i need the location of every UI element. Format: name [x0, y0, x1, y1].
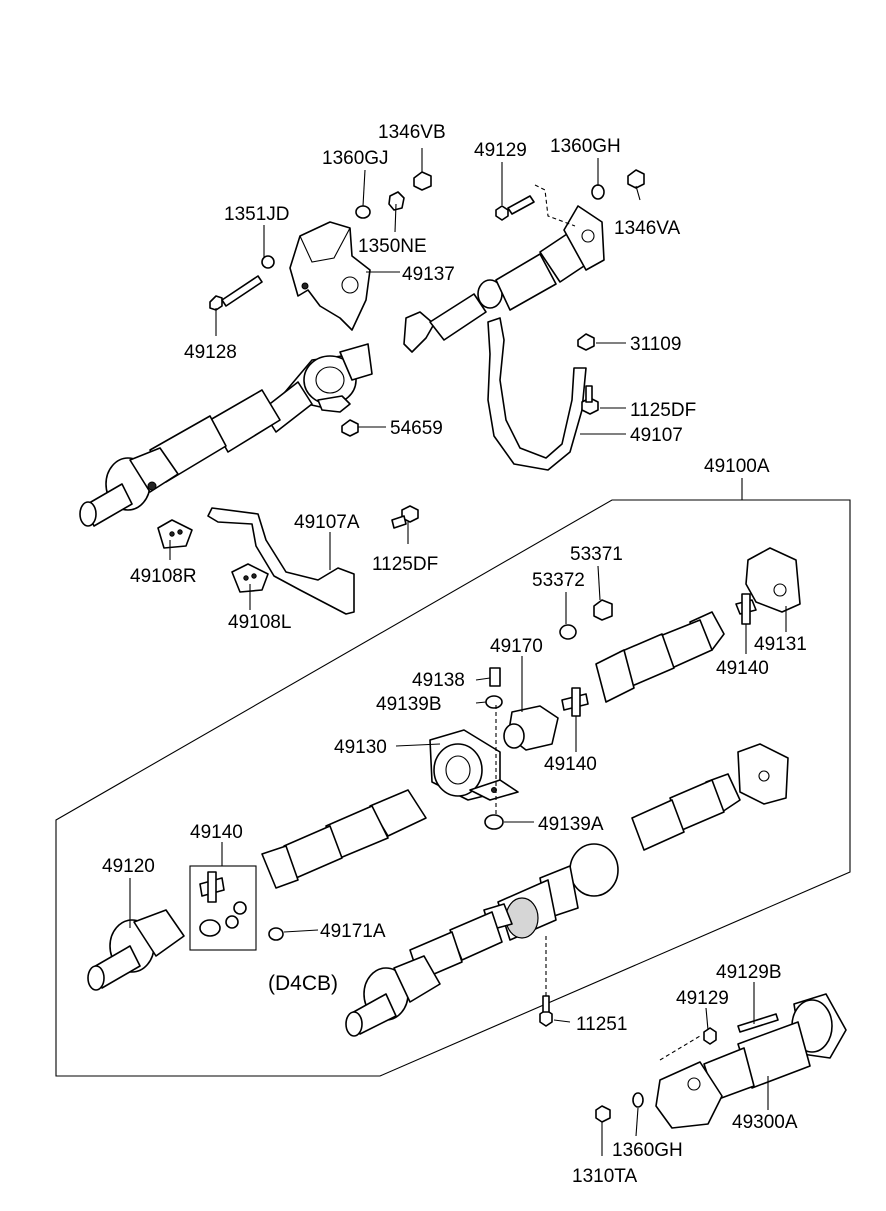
- label-49139A: 49139A: [538, 814, 604, 835]
- label-49138: 49138: [412, 670, 465, 691]
- label-49140-b: 49140: [544, 754, 597, 775]
- bracket-assembly-49107A: [157, 505, 419, 615]
- label-49100A: 49100A: [704, 456, 770, 477]
- label-49108R: 49108R: [130, 566, 197, 587]
- label-1360GJ: 1360GJ: [322, 148, 389, 169]
- label-49140-a: 49140: [716, 658, 769, 679]
- cross-kit-box: [189, 865, 257, 951]
- label-49300A: 49300A: [732, 1112, 798, 1133]
- label-49107A: 49107A: [294, 512, 360, 533]
- upper-right-shaft-assembly: [403, 169, 645, 471]
- label-49108L: 49108L: [228, 612, 291, 633]
- label-49137: 49137: [402, 264, 455, 285]
- label-11251: 11251: [576, 1014, 627, 1035]
- label-49120: 49120: [102, 856, 155, 877]
- label-1360GH-bottom: 1360GH: [612, 1140, 683, 1161]
- rear-shaft-kit-49100A: [87, 547, 801, 1037]
- label-54659: 54659: [390, 418, 443, 439]
- label-49171A: 49171A: [320, 921, 386, 942]
- label-1125DF-a: 1125DF: [630, 400, 696, 421]
- label-1351JD: 1351JD: [224, 204, 290, 225]
- label-1125DF-b: 1125DF: [372, 554, 438, 575]
- label-49129-top: 49129: [474, 140, 527, 161]
- label-49107: 49107: [630, 425, 683, 446]
- shaft-assembly-49300A: [595, 993, 847, 1129]
- kit-boundary-49100A: [55, 499, 851, 1077]
- label-31109: 31109: [630, 334, 681, 355]
- label-49129B: 49129B: [716, 962, 782, 983]
- label-53371: 53371: [570, 544, 623, 565]
- label-49139B: 49139B: [376, 694, 442, 715]
- label-1360GH-top: 1360GH: [550, 136, 621, 157]
- label-49129-bottom: 49129: [676, 988, 729, 1009]
- front-shaft-assembly: [79, 171, 432, 527]
- label-53372: 53372: [532, 570, 585, 591]
- label-1346VA: 1346VA: [614, 218, 681, 239]
- label-49140-c: 49140: [190, 822, 243, 843]
- label-1310TA: 1310TA: [572, 1166, 637, 1187]
- leader-lines: [129, 148, 787, 1156]
- label-49170: 49170: [490, 636, 543, 657]
- label-49130: 49130: [334, 737, 387, 758]
- part-labels: 1346VB 1360GJ 49129 1360GH 1351JD 1350NE…: [102, 122, 807, 1187]
- label-1346VB: 1346VB: [378, 122, 446, 143]
- label-1350NE: 1350NE: [358, 236, 427, 257]
- label-49131: 49131: [754, 634, 807, 655]
- label-D4CB: (D4CB): [268, 972, 338, 995]
- label-49128: 49128: [184, 342, 237, 363]
